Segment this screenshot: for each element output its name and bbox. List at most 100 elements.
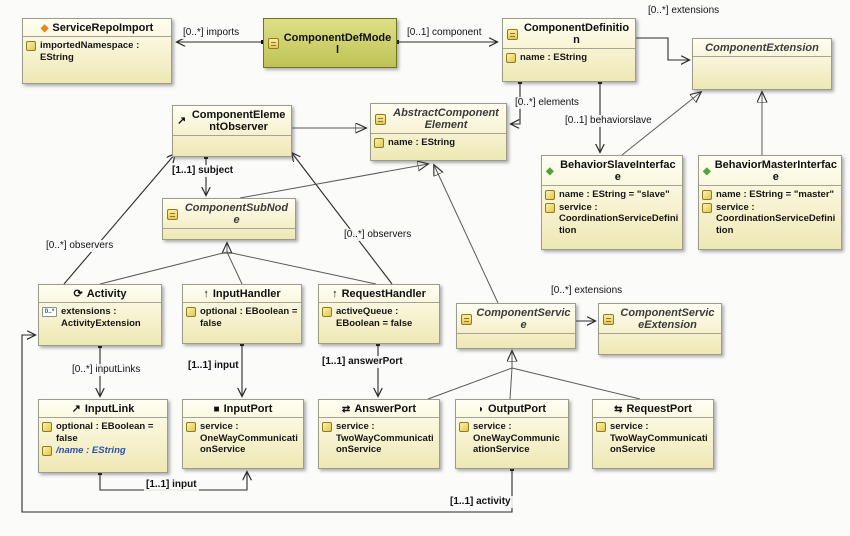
class-name: BehaviorMasterInterface (714, 159, 837, 183)
class-node-behavior-slave-interface[interactable]: ◆ BehaviorSlaveInterface name : EString … (541, 155, 683, 250)
attribute-row[interactable]: service : CoordinationServiceDefinition (545, 202, 679, 237)
class-node-component-extension[interactable]: ComponentExtension (692, 38, 832, 90)
edge-label-input-link[interactable]: [1..1] input (144, 479, 199, 491)
attribute-icon (545, 202, 555, 213)
class-name: ComponentDefinition (523, 22, 630, 46)
class-icon (507, 28, 518, 40)
derived-attribute-icon (42, 446, 52, 456)
class-node-input-port[interactable]: ■ InputPort service : OneWayCommunicatio… (182, 399, 304, 469)
attribute-row[interactable]: service : TwoWayCommunicationService (596, 421, 710, 456)
class-node-input-handler[interactable]: ↑ InputHandler optional : EBoolean = fal… (182, 284, 302, 344)
gen-inputhandler-subnode[interactable] (226, 251, 243, 285)
class-node-component-def-model[interactable]: ComponentDefModel (263, 18, 397, 68)
class-name: RequestPort (626, 403, 692, 415)
observer-icon: ↗ (177, 114, 187, 127)
attribute-text: name : EString = "slave" (559, 189, 670, 200)
edge-label-inputlinks[interactable]: [0..*] inputLinks (70, 364, 143, 376)
attribute-icon (42, 422, 52, 432)
attribute-text: optional : EBoolean = false (56, 421, 154, 444)
attribute-text: service : OneWayCommunicationService (200, 421, 298, 455)
class-node-component-service-extension[interactable]: ComponentServiceExtension (598, 303, 722, 355)
attribute-text: service : CoordinationServiceDefinition (559, 201, 679, 236)
attribute-row[interactable]: service : OneWayCommunicationService (459, 421, 565, 456)
attribute-icon (545, 190, 555, 200)
request-handler-icon: ↑ (332, 287, 338, 300)
edge-elements[interactable] (511, 82, 520, 124)
class-header: ◗ OutputPort (456, 400, 568, 417)
class-name: ComponentExtension (705, 42, 819, 54)
attribute-row[interactable]: name : EString = "slave" (545, 189, 679, 201)
gen-requestport-service[interactable] (511, 367, 641, 400)
edge-label-extensions-top[interactable]: [0..*] extensions (646, 5, 722, 17)
class-node-service-repo-import[interactable]: ◆ ServiceRepoImport importedNamespace : … (22, 18, 172, 84)
attribute-row[interactable]: name : EString (506, 52, 632, 64)
input-handler-icon: ↑ (203, 287, 209, 300)
gen-activity-subnode[interactable] (99, 251, 228, 285)
edge-label-observers-right[interactable]: [0..*] observers (342, 229, 414, 241)
class-node-activity[interactable]: ⟳ Activity 0..* extensions : ActivityExt… (38, 284, 162, 346)
request-port-icon: ⇆ (614, 403, 623, 415)
class-header: ComponentServiceExtension (599, 304, 721, 333)
edge-label-subject[interactable]: [1..1] subject (170, 165, 236, 177)
class-node-component-definition[interactable]: ComponentDefinition name : EString (502, 18, 636, 82)
edge-label-imports[interactable]: [0..*] imports (181, 27, 242, 39)
class-header: ↑ InputHandler (183, 285, 301, 302)
gen-componentservice-abstract[interactable] (434, 165, 499, 304)
class-node-behavior-master-interface[interactable]: ◆ BehaviorMasterInterface name : EString… (698, 155, 842, 250)
class-name: OutputPort (488, 403, 547, 415)
attribute-icon (186, 422, 196, 432)
attribute-row[interactable]: optional : EBoolean = false (186, 306, 298, 329)
attribute-row[interactable]: 0..* extensions : ActivityExtension (42, 306, 158, 329)
attribute-row[interactable]: name : EString (374, 137, 503, 149)
class-icon (603, 313, 614, 325)
class-node-component-element-observer[interactable]: ↗ ComponentElementObserver (172, 105, 292, 157)
attribute-text: /name : EString (56, 445, 126, 456)
attribute-text: name : EString = "master" (716, 189, 835, 200)
attribute-row[interactable]: importedNamespace : EString (26, 40, 168, 63)
class-node-abstract-component-element[interactable]: AbstractComponentElement name : EString (370, 103, 507, 161)
edge-label-component[interactable]: [0..1] component (405, 27, 484, 39)
attribute-row[interactable]: service : CoordinationServiceDefinition (702, 202, 838, 237)
attribute-text: name : EString (388, 137, 456, 148)
class-header: ComponentExtension (693, 39, 831, 56)
attributes-compartment: service : OneWayCommunicationService (183, 417, 303, 460)
service-repo-import-icon: ◆ (40, 22, 49, 34)
attribute-row[interactable]: service : OneWayCommunicationService (186, 421, 300, 456)
edge-observers-right[interactable] (292, 153, 393, 285)
edge-label-activity-ref[interactable]: [1..1] activity (448, 496, 513, 508)
gen-outputport-service[interactable] (509, 367, 513, 400)
attribute-row[interactable]: /name : EString (42, 445, 164, 457)
class-node-answer-port[interactable]: ⇄ AnswerPort service : TwoWayCommunicati… (318, 399, 440, 469)
gen-requesthandler-subnode[interactable] (226, 251, 377, 285)
class-name: ComponentDefModel (283, 31, 392, 56)
attribute-row[interactable]: name : EString = "master" (702, 189, 838, 201)
attribute-text: importedNamespace : EString (40, 40, 140, 63)
gen-slave-extension[interactable] (621, 92, 701, 156)
attributes-compartment: optional : EBoolean = false (183, 302, 301, 333)
edge-extensions-top[interactable] (636, 37, 689, 60)
attribute-icon (322, 422, 332, 432)
attribute-icon (702, 190, 712, 200)
gen-answerport-service[interactable] (427, 367, 513, 400)
class-node-input-link[interactable]: ↗ InputLink optional : EBoolean = false … (38, 399, 168, 473)
edge-label-answerport[interactable]: [1..1] answerPort (320, 356, 405, 368)
attribute-icon (702, 202, 712, 213)
gen-subnode-abstract[interactable] (239, 164, 428, 199)
class-header: ComponentService (457, 304, 575, 333)
attribute-row[interactable]: optional : EBoolean = false (42, 421, 164, 444)
edge-label-service-extensions[interactable]: [0..*] extensions (549, 285, 625, 297)
class-node-component-sub-node[interactable]: ComponentSubNode (162, 198, 296, 240)
edge-label-elements[interactable]: [0..*] elements (513, 97, 581, 109)
class-node-request-port[interactable]: ⇆ RequestPort service : TwoWayCommunicat… (592, 399, 714, 469)
edge-label-observers-left[interactable]: [0..*] observers (44, 240, 116, 252)
attribute-row[interactable]: activeQueue : EBoolean = false (322, 306, 436, 329)
attribute-text: activeQueue : EBoolean = false (336, 306, 413, 329)
edge-label-behaviorslave[interactable]: [0..1] behaviorslave (563, 115, 654, 127)
class-node-request-handler[interactable]: ↑ RequestHandler activeQueue : EBoolean … (318, 284, 440, 344)
class-node-output-port[interactable]: ◗ OutputPort service : OneWayCommunicati… (455, 399, 569, 469)
edge-observers-left[interactable] (63, 154, 175, 285)
edge-label-input-handler[interactable]: [1..1] input (186, 360, 241, 372)
class-name: InputPort (223, 403, 273, 415)
attribute-row[interactable]: service : TwoWayCommunicationService (322, 421, 436, 456)
class-node-component-service[interactable]: ComponentService (456, 303, 576, 349)
